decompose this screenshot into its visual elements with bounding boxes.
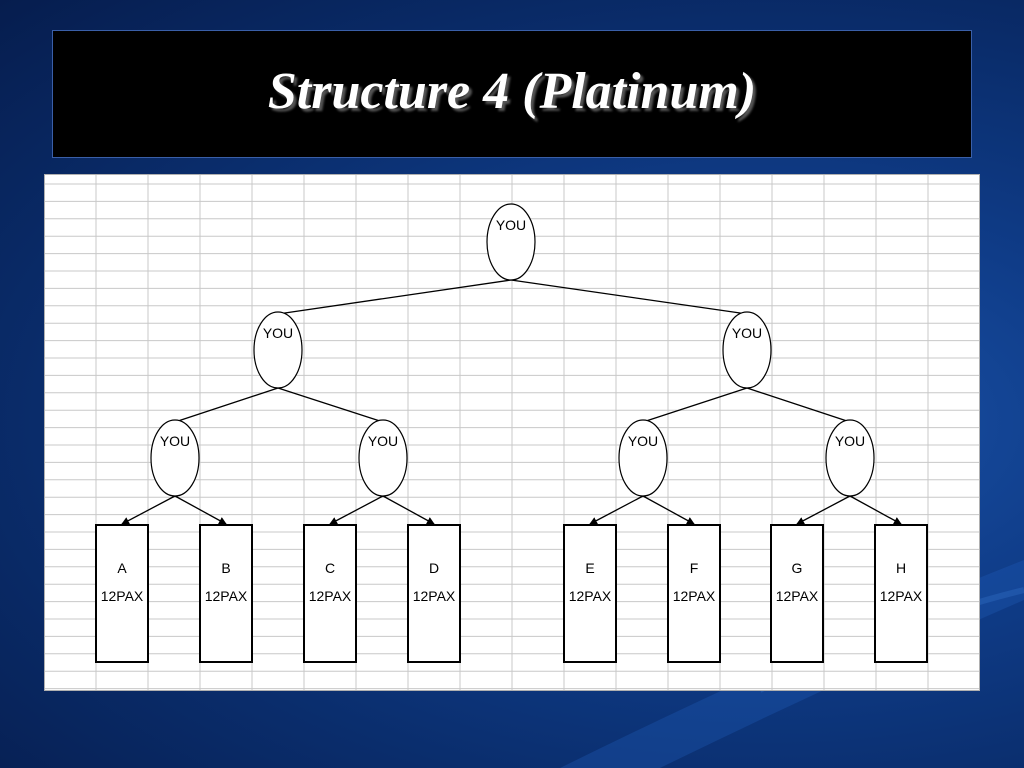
- arrow-edge: [121, 495, 176, 525]
- leaf-name: F: [690, 560, 699, 576]
- root-node: [486, 203, 536, 281]
- leaf-box: [407, 524, 461, 663]
- tree-edge: [510, 279, 748, 315]
- arrow-edge: [849, 495, 902, 525]
- leaf-box: [874, 524, 928, 663]
- leaf-pax: 12PAX: [673, 588, 716, 604]
- level2-node: [150, 419, 200, 497]
- leaf-name: G: [792, 560, 803, 576]
- level2-node: [825, 419, 875, 497]
- slide-title: Structure 4 (Platinum): [267, 62, 757, 120]
- level1-node-label: YOU: [263, 325, 293, 341]
- leaf-box: [563, 524, 617, 663]
- leaf-name: H: [896, 560, 906, 576]
- tree-edge: [642, 387, 748, 423]
- title-box: Structure 4 (Platinum): [52, 30, 972, 158]
- arrow-edge: [174, 495, 227, 525]
- tree-edge: [277, 387, 384, 423]
- tree-edge: [174, 387, 279, 423]
- leaf-name: E: [585, 560, 594, 576]
- leaf-pax: 12PAX: [309, 588, 352, 604]
- level2-node: [618, 419, 668, 497]
- tree-diagram: YOU YOU YOU YOU YOU YOU YOU A 12PAX B 12PAX C 12PAX D…: [44, 174, 980, 691]
- spreadsheet-diagram: YOU YOU YOU YOU YOU YOU YOU A 12PAX B 12PAX C 12PAX D…: [44, 174, 980, 691]
- leaf-pax: 12PAX: [205, 588, 248, 604]
- leaf-name: B: [221, 560, 230, 576]
- leaf-pax: 12PAX: [413, 588, 456, 604]
- leaf-name: C: [325, 560, 335, 576]
- leaf-box: [199, 524, 253, 663]
- level2-node-label: YOU: [368, 433, 398, 449]
- arrow-edge: [642, 495, 695, 525]
- level2-node: [358, 419, 408, 497]
- sheet-border: [44, 174, 980, 691]
- arrow-edge: [796, 495, 851, 525]
- level1-node-label: YOU: [732, 325, 762, 341]
- level1-node: [722, 311, 772, 389]
- leaf-box: [95, 524, 149, 663]
- leaf-box: [770, 524, 824, 663]
- leaf-pax: 12PAX: [776, 588, 819, 604]
- level2-node-label: YOU: [835, 433, 865, 449]
- leaf-name: D: [429, 560, 439, 576]
- level2-node-label: YOU: [628, 433, 658, 449]
- tree-nodes: YOU YOU YOU YOU YOU YOU YOU A 12PAX B 12PAX C 12PAX D…: [95, 203, 928, 663]
- leaf-name: A: [117, 560, 127, 576]
- leaf-box: [667, 524, 721, 663]
- arrow-edge: [329, 495, 384, 525]
- level1-node: [253, 311, 303, 389]
- root-node-label: YOU: [496, 217, 526, 233]
- tree-edge: [746, 387, 851, 423]
- arrow-edge: [589, 495, 644, 525]
- leaf-box: [303, 524, 357, 663]
- leaf-pax: 12PAX: [880, 588, 923, 604]
- arrow-edge: [382, 495, 435, 525]
- leaf-pax: 12PAX: [101, 588, 144, 604]
- leaf-pax: 12PAX: [569, 588, 612, 604]
- tree-edge: [277, 279, 512, 315]
- tree-edges: [121, 279, 902, 525]
- level2-node-label: YOU: [160, 433, 190, 449]
